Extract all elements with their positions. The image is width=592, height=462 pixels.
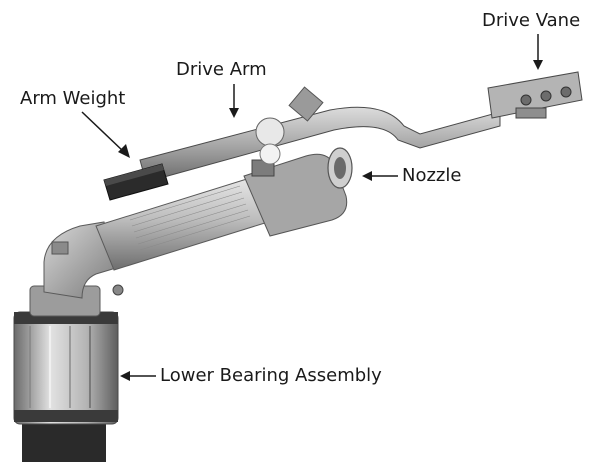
leader-drive-arm <box>229 84 239 118</box>
label-drive-arm: Drive Arm <box>176 59 267 80</box>
range-tube <box>95 177 269 271</box>
nozzle-body <box>243 147 353 237</box>
leader-lower-bearing <box>120 371 156 381</box>
leader-drive-vane <box>533 34 543 70</box>
label-nozzle: Nozzle <box>402 165 462 186</box>
drive-arm-bar <box>139 86 501 183</box>
arm-weight-block <box>103 163 169 201</box>
drive-vane-plate <box>487 71 583 119</box>
label-drive-vane: Drive Vane <box>482 10 581 31</box>
leader-arm-weight <box>81 111 130 158</box>
label-lower-bearing-assembly: Lower Bearing Assembly <box>160 365 382 386</box>
lower-bearing-body <box>13 284 124 462</box>
leader-nozzle <box>362 171 398 181</box>
label-arm-weight: Arm Weight <box>20 88 126 109</box>
